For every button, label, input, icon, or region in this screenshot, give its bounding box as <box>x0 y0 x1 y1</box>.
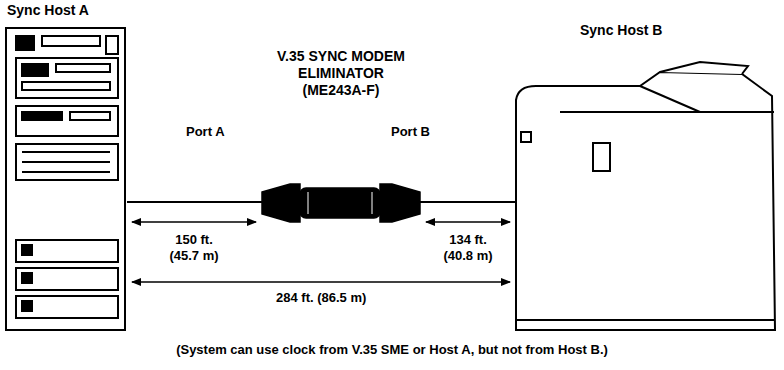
modem-eliminator <box>262 184 420 222</box>
node-heading: V.35 SYNC MODEM ELIMINATOR (ME243A-F) <box>271 48 411 99</box>
dimension-label: 150 ft. (45.7 m) <box>157 232 231 264</box>
cable <box>127 201 262 203</box>
host-b-printer <box>516 62 775 330</box>
host-a-tower <box>6 28 125 330</box>
cable <box>420 201 515 203</box>
port-label: Port B <box>389 124 432 140</box>
dimension-label: 284 ft. (86.5 m) <box>274 290 368 306</box>
host-a: Sync Host A <box>5 2 127 330</box>
caption: (System can use clock from V.35 SME or H… <box>0 342 784 358</box>
port-label: Port A <box>184 124 227 140</box>
node-heading: Sync Host A <box>7 2 127 19</box>
node-heading: Sync Host B <box>580 22 777 39</box>
dimension-label: 134 ft. (40.8 m) <box>431 232 505 264</box>
dimension-arrows <box>132 222 510 282</box>
host-b: Sync Host B <box>515 22 777 332</box>
